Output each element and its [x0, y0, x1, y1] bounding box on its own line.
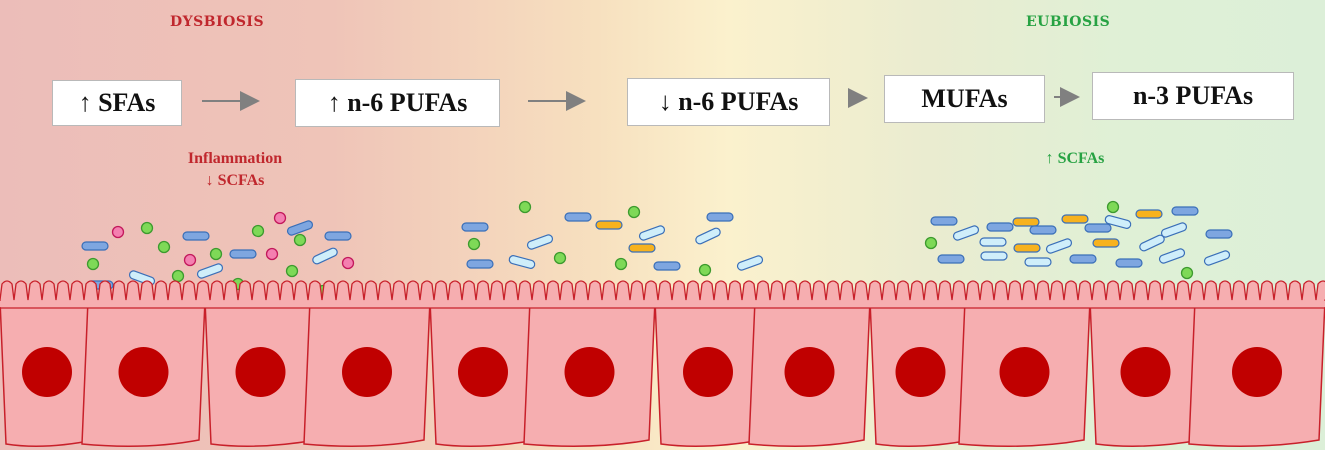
bacterium-rod [1013, 243, 1041, 253]
bacterium-sphere [614, 257, 628, 271]
bacterium-rod [628, 243, 656, 253]
bacterium-rod [81, 241, 109, 251]
bacterium-sphere [627, 205, 641, 219]
step-mufas: MUFAs [884, 75, 1045, 123]
bacterium-rod [952, 225, 980, 241]
epithelial-cells-layer [0, 280, 1325, 447]
bacterium-sphere [341, 256, 355, 270]
cell-nucleus [683, 347, 733, 397]
bacterium-rod [1104, 215, 1132, 229]
bacterium-rod [1045, 238, 1073, 254]
step-sfas-up: ↑ SFAs [52, 80, 182, 126]
dysbiosis-note: Inflammation ↓ SCFAs [150, 148, 320, 192]
bacterium-rod [695, 227, 721, 245]
bacterium-sphere [251, 224, 265, 238]
bacterium-rod [312, 247, 338, 265]
bacterium-rod [564, 212, 592, 222]
bacterium-sphere [924, 236, 938, 250]
bacterium-sphere [209, 247, 223, 261]
bacterium-rod [229, 249, 257, 259]
cell-nucleus [342, 347, 392, 397]
eubiosis-note: ↑ SCFAs [1045, 150, 1105, 167]
bacterium-rod [1029, 225, 1057, 235]
bacterium-sphere [171, 269, 185, 283]
bacterium-sphere [553, 251, 567, 265]
bacterium-rod [196, 263, 224, 279]
bacterium-sphere [467, 237, 481, 251]
bacterium-rod [286, 220, 314, 236]
bacterium-sphere [86, 257, 100, 271]
bacterium-sphere [1180, 266, 1194, 280]
bacterium-rod [508, 255, 536, 269]
cell-nucleus [999, 347, 1050, 397]
bacterium-rod [653, 261, 681, 271]
step-n3-pufas: n-3 PUFAs [1092, 72, 1294, 120]
cell-nucleus [22, 347, 72, 397]
bacterium-sphere [157, 240, 171, 254]
bacterium-rod [1139, 234, 1165, 252]
eubiosis-label: EUBIOSIS [1026, 14, 1111, 30]
bacterium-sphere [265, 247, 279, 261]
bacterium-sphere [111, 225, 125, 239]
bacterium-sphere [285, 264, 299, 278]
bacterium-rod [1135, 209, 1163, 219]
bacterium-rod [1115, 258, 1143, 268]
bacterium-rod [638, 225, 666, 241]
bacterium-sphere [293, 233, 307, 247]
bacterium-rod [979, 237, 1007, 247]
bacterium-sphere [1106, 200, 1120, 214]
cell-nucleus [784, 347, 835, 397]
step-n6-pufas-up: ↑ n-6 PUFAs [295, 79, 500, 127]
cell-nucleus [235, 347, 286, 397]
step-n6-pufas-down: ↓ n-6 PUFAs [627, 78, 830, 126]
cell-nucleus [1232, 347, 1282, 397]
cell-nucleus [564, 347, 615, 397]
bacterium-rod [736, 255, 764, 271]
cell-nucleus [118, 347, 169, 397]
bacterium-rod [182, 231, 210, 241]
cell-nucleus [458, 347, 508, 397]
cell-nucleus [895, 347, 946, 397]
bacterium-rod [324, 231, 352, 241]
bacterium-rod [1012, 217, 1040, 227]
scfas-down-text: ↓ SCFAs [205, 172, 265, 189]
bacterium-rod [461, 222, 489, 232]
bacterium-rod [1024, 257, 1052, 267]
microbiota-layer [81, 200, 1233, 298]
bacterium-rod [1158, 248, 1186, 264]
bacterium-rod [526, 234, 554, 250]
bacterium-rod [930, 216, 958, 226]
bacterium-rod [595, 220, 623, 230]
bacterium-rod [986, 222, 1014, 232]
apical-band [0, 301, 1325, 307]
bacterium-rod [1061, 214, 1089, 224]
bacterium-rod [1205, 229, 1233, 239]
bacterium-rod [1171, 206, 1199, 216]
bacterium-rod [980, 251, 1008, 261]
bacterium-sphere [183, 253, 197, 267]
bacterium-rod [1084, 223, 1112, 233]
bacterium-rod [1069, 254, 1097, 264]
bacterium-sphere [273, 211, 287, 225]
bacterium-rod [1160, 222, 1188, 238]
inflammation-text: Inflammation [187, 150, 283, 167]
bacterium-sphere [140, 221, 154, 235]
dysbiosis-label: DYSBIOSIS [170, 14, 265, 30]
cell-nucleus [1120, 347, 1171, 397]
bacterium-rod [706, 212, 734, 222]
bacterium-rod [1203, 250, 1231, 266]
bacterium-rod [1092, 238, 1120, 248]
bacterium-rod [466, 259, 494, 269]
bacterium-sphere [698, 263, 712, 277]
bacterium-sphere [518, 200, 532, 214]
bacterium-rod [937, 254, 965, 264]
